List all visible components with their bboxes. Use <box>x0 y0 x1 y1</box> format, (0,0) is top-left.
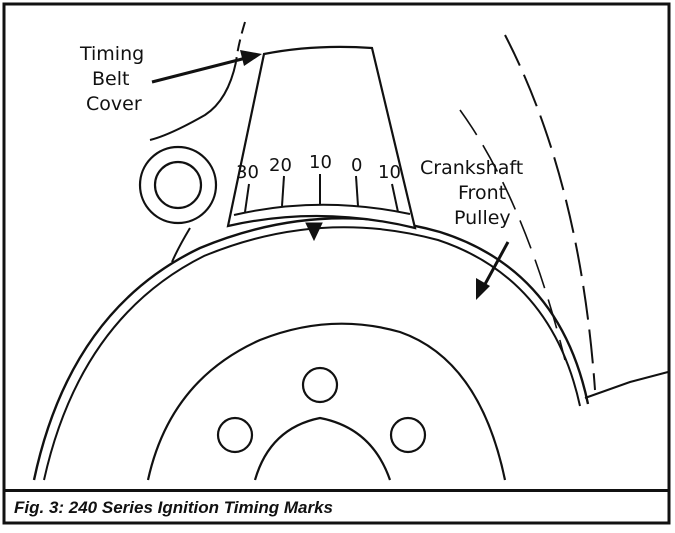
scale-tick-20 <box>281 175 285 207</box>
label-cover: Cover <box>86 93 142 115</box>
scale-tick-10-atdc <box>391 183 399 213</box>
caption-band: Fig. 3: 240 Series Ignition Timing Marks <box>4 489 669 523</box>
belt-cover-arrowhead <box>240 50 262 66</box>
belt-cover-arrow-line <box>151 56 247 84</box>
scale-mark-0: 0 <box>351 155 362 176</box>
scale-tick-0 <box>355 175 359 207</box>
pulley-hub-circle <box>146 322 507 481</box>
scale-tick-30 <box>244 183 250 213</box>
pulley-bolt-hole-right <box>389 416 427 454</box>
pulley-timing-notch <box>305 222 323 242</box>
engine-outline-dashed-right <box>504 34 596 391</box>
label-crankshaft: Crankshaft <box>420 157 523 179</box>
scale-mark-20: 20 <box>269 155 292 176</box>
figure-caption: Fig. 3: 240 Series Ignition Timing Marks <box>14 498 333 517</box>
pulley-inner-rim <box>43 226 581 481</box>
label-pulley: Pulley <box>454 207 511 229</box>
pulley-bolt-hole-top <box>301 366 339 404</box>
pulley-bolt-hole-left <box>216 416 254 454</box>
engine-block-curve <box>149 61 237 141</box>
pulley-arrowhead <box>476 278 490 300</box>
scale-mark-30: 30 <box>236 162 259 183</box>
label-timing: Timing <box>79 43 144 65</box>
scale-mark-10-btdc: 10 <box>309 152 332 173</box>
pulley-outer-rim <box>32 217 590 481</box>
engine-block-lower <box>171 227 191 263</box>
pulley-arrow-line <box>482 241 510 287</box>
engine-outline-lower-right <box>584 371 669 399</box>
pulley-center-bore <box>253 416 392 481</box>
timing-scale-arc <box>233 203 411 216</box>
figure-border <box>2 2 671 525</box>
engine-boss-inner <box>153 160 203 210</box>
label-belt: Belt <box>92 68 129 90</box>
label-front: Front <box>458 182 506 204</box>
scale-mark-10-atdc: 10 <box>378 162 401 183</box>
timing-belt-cover <box>226 45 417 230</box>
engine-outline-dashed-inner <box>459 109 566 361</box>
